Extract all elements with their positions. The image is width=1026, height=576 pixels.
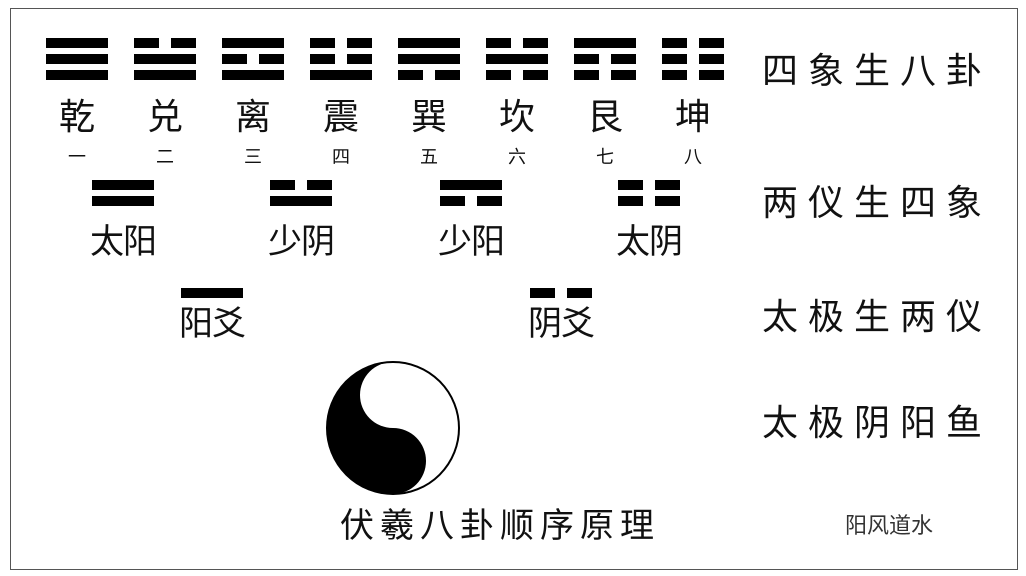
four-image-3 — [440, 180, 502, 206]
yang-line — [46, 70, 108, 80]
diagram-frame — [10, 8, 1018, 570]
yang-line — [222, 70, 284, 80]
yin-line — [222, 54, 284, 64]
trigram-name: 乾 — [58, 97, 95, 138]
yin-line — [574, 54, 636, 64]
taiji-yin-yang-icon — [326, 361, 460, 495]
trigram-1 — [46, 38, 108, 80]
trigram-3 — [222, 38, 284, 80]
watermark: 阳风道水 — [845, 514, 934, 539]
yang-line — [46, 38, 108, 48]
trigram-name: 艮 — [586, 97, 623, 138]
yang-line — [92, 180, 154, 190]
yang-line — [92, 196, 154, 206]
trigram-number: 三 — [244, 147, 262, 168]
yin-line — [574, 70, 636, 80]
four-image-label: 太阴 — [616, 222, 683, 262]
trigram-name: 震 — [322, 97, 359, 138]
trigram-number: 七 — [596, 147, 614, 168]
two-mode-label: 阳爻 — [179, 304, 246, 344]
label-taiji-yin-yang-fish: 太极阴阳鱼 — [762, 403, 993, 444]
four-image-label: 少阴 — [268, 222, 335, 262]
trigram-name: 离 — [234, 97, 271, 138]
yang-line — [310, 70, 372, 80]
yin-line — [310, 54, 372, 64]
trigram-name: 坤 — [674, 97, 711, 138]
yin-line — [440, 196, 502, 206]
label-four-images-generate-eight-trigrams: 四象生八卦 — [762, 51, 993, 92]
trigram-number: 五 — [420, 147, 438, 168]
label-two-modes-generate-four-images: 两仪生四象 — [762, 183, 993, 224]
trigram-4 — [310, 38, 372, 80]
yang-line — [46, 54, 108, 64]
two-mode-label: 阴爻 — [528, 304, 595, 344]
yin-line — [486, 38, 548, 48]
trigram-name: 兑 — [146, 97, 183, 138]
trigram-number: 二 — [156, 147, 174, 168]
trigram-number: 八 — [684, 147, 702, 168]
trigram-6 — [486, 38, 548, 80]
four-image-label: 太阳 — [90, 222, 157, 262]
trigram-number: 六 — [508, 147, 526, 168]
yin-line — [398, 70, 460, 80]
yang-line — [134, 70, 196, 80]
yin-line — [662, 38, 724, 48]
two-mode-2 — [530, 288, 592, 298]
yin-line — [486, 70, 548, 80]
yin-line — [310, 38, 372, 48]
yang-line — [398, 38, 460, 48]
two-mode-1 — [181, 288, 243, 298]
yin-line — [530, 288, 592, 298]
yin-line — [662, 54, 724, 64]
trigram-number: 四 — [332, 147, 350, 168]
four-image-4 — [618, 180, 680, 206]
trigram-8 — [662, 38, 724, 80]
yang-line — [574, 38, 636, 48]
trigram-7 — [574, 38, 636, 80]
trigram-name: 坎 — [498, 97, 535, 138]
trigram-name: 巽 — [410, 97, 447, 138]
yin-line — [618, 180, 680, 190]
yin-line — [662, 70, 724, 80]
yin-line — [618, 196, 680, 206]
four-image-1 — [92, 180, 154, 206]
four-image-2 — [270, 180, 332, 206]
diagram-caption: 伏羲八卦顺序原理 — [340, 506, 660, 546]
trigram-2 — [134, 38, 196, 80]
trigram-number: 一 — [68, 147, 86, 168]
yang-line — [134, 54, 196, 64]
yang-line — [270, 196, 332, 206]
yang-line — [222, 38, 284, 48]
label-taiji-generates-two-modes: 太极生两仪 — [762, 297, 993, 338]
yang-line — [486, 54, 548, 64]
yang-line — [398, 54, 460, 64]
yin-line — [134, 38, 196, 48]
yang-line — [440, 180, 502, 190]
four-image-label: 少阳 — [438, 222, 505, 262]
yang-line — [181, 288, 243, 298]
trigram-5 — [398, 38, 460, 80]
yin-line — [270, 180, 332, 190]
